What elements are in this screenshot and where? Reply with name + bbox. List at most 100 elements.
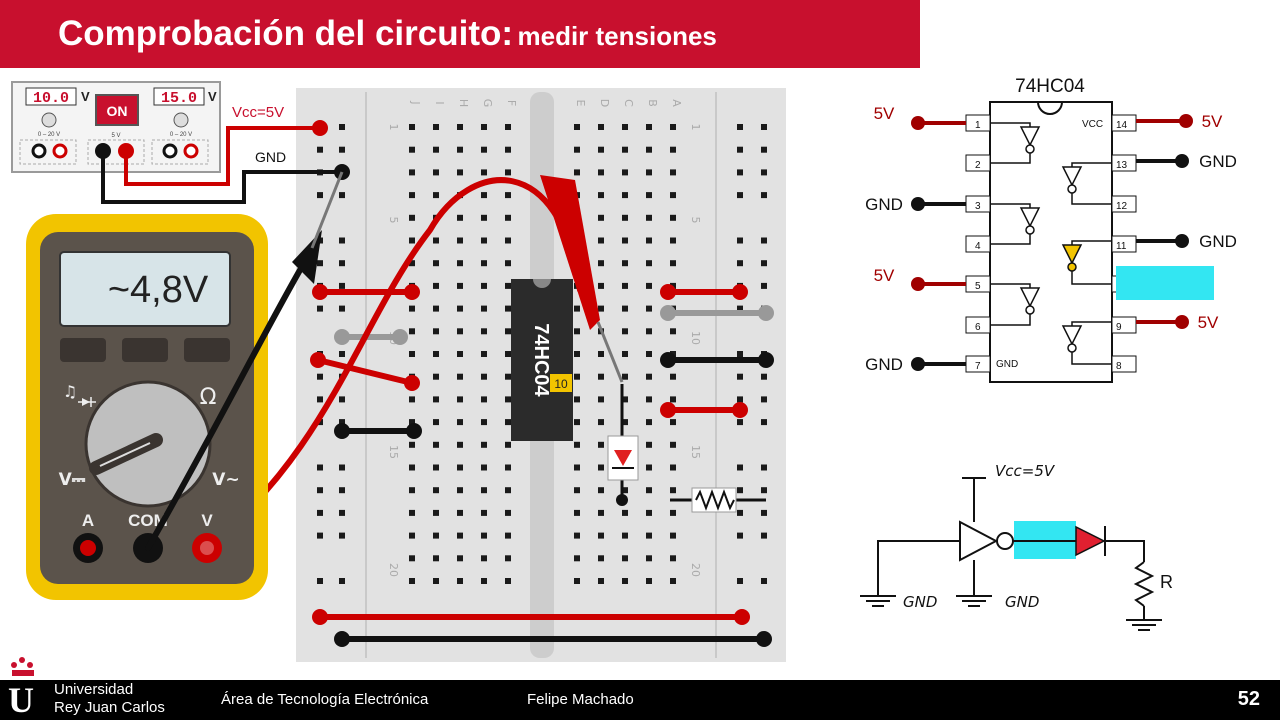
inverter-gate-icon <box>1019 287 1041 308</box>
breadboard-hole <box>646 169 652 176</box>
breadboard-hole <box>646 237 652 244</box>
rail-hole <box>761 282 767 289</box>
row-number-15-right: 15 <box>689 445 702 459</box>
breadboard-hole <box>598 509 604 516</box>
row-numbers: 1 5 10 15 20 1 5 10 15 20 <box>387 124 702 578</box>
pinout-diagram: 74HC04 VCC GND 1142133124115106978 5V GN… <box>865 76 1237 383</box>
breadboard-hole <box>409 578 415 584</box>
breadboard-hole <box>598 487 604 494</box>
rail-hole <box>317 146 323 153</box>
diagram-canvas: 10.0 V 15.0 V ON 0 – 20 V 0 – 20 V 5 V J… <box>11 76 1237 676</box>
sch-gnd1-label: GND <box>903 593 937 611</box>
jumper-end <box>310 352 326 368</box>
right-knob[interactable] <box>173 112 189 128</box>
jumper-end <box>660 284 676 300</box>
breadboard-hole <box>505 464 511 471</box>
breadboard-hole <box>574 509 580 516</box>
meter-button-2[interactable] <box>122 338 168 362</box>
dial-pointer-highlight <box>99 442 151 467</box>
breadboard-hole <box>433 237 439 244</box>
breadboard-hole <box>622 555 628 562</box>
breadboard-hole <box>670 260 676 267</box>
breadboard-hole <box>574 146 580 153</box>
breadboard-hole <box>670 509 676 516</box>
sch-ground-1 <box>860 595 896 607</box>
rail-hole <box>317 260 323 267</box>
rail-hole <box>761 192 767 199</box>
breadboard-hole <box>481 169 487 176</box>
breadboard-holes <box>317 124 767 584</box>
row-number-10-right: 10 <box>689 331 702 345</box>
breadboard-hole <box>409 214 415 221</box>
right-display-value: 15.0 <box>161 90 197 107</box>
breadboard-hole <box>409 192 415 199</box>
pinout-gates <box>990 122 1112 365</box>
meter-button-1[interactable] <box>60 338 106 362</box>
breadboard-hole <box>457 441 463 448</box>
breadboard-hole <box>622 192 628 199</box>
breadboard-hole <box>574 532 580 539</box>
breadboard-hole <box>646 441 652 448</box>
right-unit: V <box>208 89 217 104</box>
pin-number-left: 3 <box>975 201 981 212</box>
breadboard-hole <box>481 351 487 357</box>
breadboard-hole <box>433 351 439 357</box>
rail-hole <box>317 578 323 584</box>
right-terminal-red[interactable] <box>183 143 199 159</box>
breadboard-hole <box>646 509 652 516</box>
row-number-5-left: 5 <box>387 217 400 224</box>
university-crown-icon <box>11 657 34 676</box>
jumper-end <box>404 375 420 391</box>
breadboard-hole <box>505 487 511 494</box>
jumper-end <box>312 609 328 625</box>
breadboard-hole <box>505 328 511 335</box>
on-button-label: ON <box>107 103 128 119</box>
breadboard-hole <box>481 214 487 221</box>
breadboard-hole <box>670 328 676 335</box>
breadboard-hole <box>505 532 511 539</box>
breadboard-hole <box>481 509 487 516</box>
breadboard-hole <box>505 192 511 199</box>
conn-pin9-dot <box>1175 315 1189 329</box>
rail-hole <box>761 578 767 584</box>
on-button[interactable] <box>95 94 139 126</box>
breadboard-hole <box>670 441 676 448</box>
left-range: 0 – 20 V <box>38 132 60 138</box>
breadboard-hole <box>646 124 652 130</box>
breadboard-hole <box>622 305 628 312</box>
rail-hole <box>737 351 743 357</box>
breadboard-hole <box>457 555 463 562</box>
rail-hole <box>339 509 345 516</box>
breadboard-hole <box>574 441 580 448</box>
meter-button-3[interactable] <box>184 338 230 362</box>
breadboard-hole <box>457 124 463 130</box>
breadboard-hole <box>622 351 628 357</box>
jack-v[interactable] <box>192 533 222 563</box>
sch-vcc-label: Vcc=5V <box>995 462 1056 480</box>
jumper-end <box>392 329 408 345</box>
page-number: 52 <box>1237 688 1260 710</box>
right-range: 0 – 20 V <box>170 132 192 138</box>
left-terminal-red[interactable] <box>52 143 68 159</box>
rail-hole <box>737 146 743 153</box>
jack-v-inner <box>200 541 214 555</box>
breadboard-hole <box>481 373 487 380</box>
breadboard-hole <box>481 441 487 448</box>
breadboard-hole <box>409 555 415 562</box>
breadboard-hole <box>457 351 463 357</box>
gate-output-wire <box>990 153 1031 164</box>
jumper-end <box>756 631 772 647</box>
left-terminal-black[interactable] <box>31 143 47 159</box>
breadboard-hole <box>598 396 604 403</box>
vcc-wire-end <box>312 120 328 136</box>
conn-pin14-label: 5V <box>1202 112 1223 131</box>
breadboard-hole <box>598 282 604 289</box>
rail-hole <box>761 169 767 176</box>
left-knob[interactable] <box>41 112 57 128</box>
right-terminal-black[interactable] <box>162 143 178 159</box>
pin-tag-label: 10 <box>554 377 568 391</box>
breadboard-hole <box>481 328 487 335</box>
sch-ground-2 <box>956 595 992 607</box>
breadboard-hole <box>670 192 676 199</box>
breadboard-hole <box>622 260 628 267</box>
